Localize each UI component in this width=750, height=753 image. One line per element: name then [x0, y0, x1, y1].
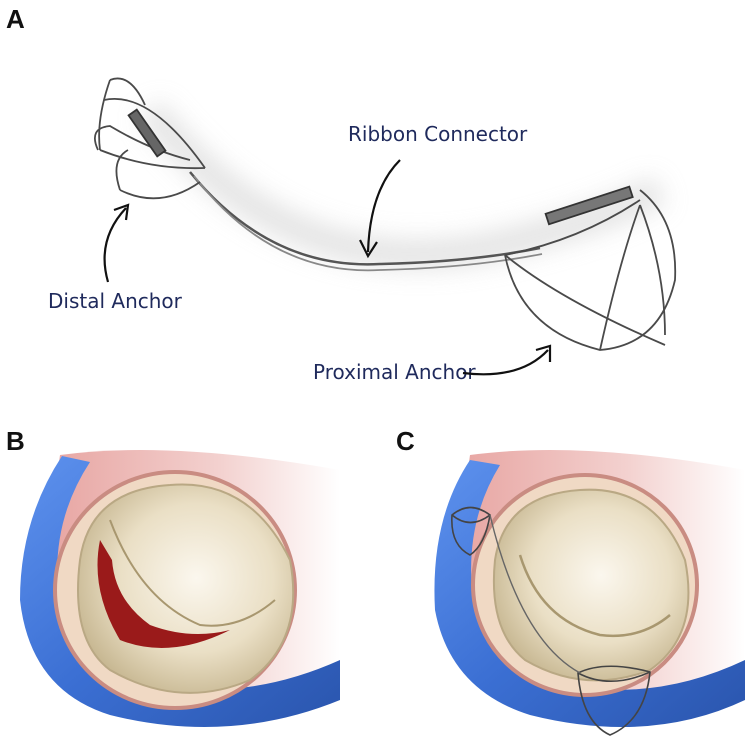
- coaptation-line: [109, 519, 276, 627]
- panel-a-letter: A: [6, 4, 25, 34]
- panel-b-letter: B: [6, 426, 25, 456]
- vessel-band: [20, 456, 340, 727]
- connector-shadow: [138, 100, 667, 270]
- panel-b-valve: [20, 450, 340, 727]
- coaptation-line-c: [518, 554, 671, 637]
- curved-arrow-icon: [103, 159, 552, 376]
- wire-anchor-icon: [451, 506, 651, 736]
- distal-anchor-icon: [94, 77, 206, 200]
- proximal-anchor-icon: [504, 185, 677, 351]
- valve-leaflets-c: [492, 488, 690, 682]
- proximal-anchor-label: Proximal Anchor: [313, 360, 476, 384]
- panel-c-valve: [434, 450, 745, 736]
- regurgitant-gap: [97, 540, 230, 648]
- distal-anchor-label: Distal Anchor: [48, 289, 182, 313]
- panel-a-device: [94, 77, 677, 376]
- ribbon-connector-wire: [189, 171, 541, 266]
- panel-c-letter: C: [396, 426, 415, 456]
- ribbon-connector-label: Ribbon Connector: [348, 122, 528, 146]
- ribbon-connector-wire-2: [193, 175, 543, 272]
